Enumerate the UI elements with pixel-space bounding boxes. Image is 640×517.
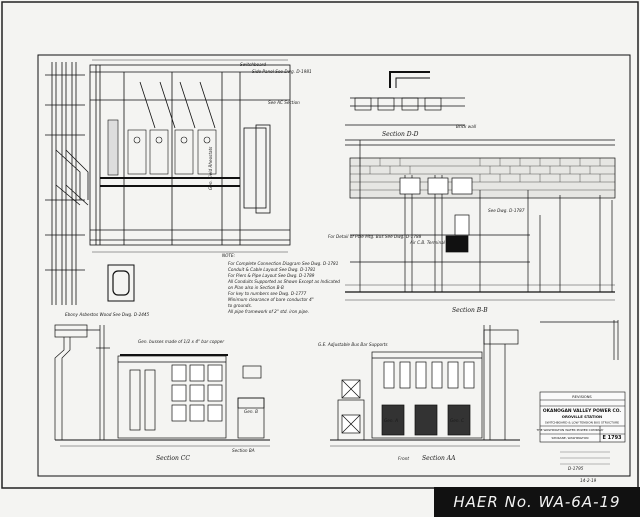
- gen-a-label: Gen. A: [384, 418, 398, 423]
- title-drawing-no: E 1793: [602, 435, 622, 441]
- title-maker: THE WASHINGTON WATER POWER COMPANY: [536, 428, 604, 432]
- note-line: to grounds.: [228, 303, 252, 308]
- note-line: on Plan also in Section B-B: [228, 285, 284, 290]
- title-city: SPOKANE, WASHINGTON: [552, 436, 589, 440]
- bracket-detail-label: See Dwg. D-1787: [488, 208, 525, 213]
- note-line: All pipe framework of 2" std. iron pipe.: [227, 309, 309, 314]
- section-bb-title: Section B-B: [452, 307, 488, 314]
- title-subject: SWITCHBOARD & LOW TENSION BUS STRUCTURE: [545, 421, 619, 425]
- note-line: Minimum clearance of bare conductor 4": [228, 297, 314, 302]
- gen-field-rheostats-label: Gen. Field Rheostats: [208, 146, 213, 190]
- section-ba-label: Section BA: [232, 448, 255, 453]
- section-aa-view: [330, 325, 520, 447]
- section-cc-title: Section CC: [156, 455, 190, 462]
- gen-c-label: Gen. C: [450, 418, 464, 423]
- dw-bus-label: G.E. Adjustable Bus Bar Supports: [318, 342, 388, 347]
- drawing-num-left: D-1795: [568, 466, 584, 471]
- air-cb-label: Air C.B. Terminal: [409, 240, 446, 245]
- title-company: OKANOGAN VALLEY POWER CO.: [543, 408, 622, 414]
- section-dd-title: Section D-D: [382, 131, 419, 138]
- note-line: For Complete Connection Diagram See Dwg.…: [228, 261, 339, 266]
- plan-view: [45, 59, 291, 305]
- gen-b-label: Gen. B: [244, 409, 258, 414]
- note-line: For key to numbers see Dwg. D-1777: [228, 291, 307, 296]
- see-ac-notes-label: See AC Section: [268, 100, 300, 105]
- drawing-border: [37, 54, 631, 477]
- sheet-ref: 14-2-19: [580, 478, 597, 483]
- ebony-asbestos-detail: [107, 264, 135, 302]
- for-details-label: For Detail of Pole Mtg. Bus See Dwg. D-1…: [328, 234, 422, 239]
- title-revisions: REVISIONS: [572, 395, 592, 399]
- sheet-frame: [1, 1, 639, 489]
- title-block: [539, 391, 626, 443]
- section-bb-view: [345, 139, 616, 301]
- right-pipe: [540, 320, 619, 360]
- front-label: Front: [398, 456, 409, 461]
- notes-block: NOTE: For Complete Connection Diagram Se…: [222, 253, 340, 314]
- side-panel-label: Side Panel See Dwg. D-1981: [252, 69, 312, 74]
- gen-busses-label: Gen. busses made of 1/2 x 4" bar copper: [138, 339, 224, 344]
- note-line: Conduit & Cable Layout See Dwg. D-1781: [228, 267, 316, 272]
- title-block-signature-area: [560, 451, 610, 465]
- section-cc-view: [54, 324, 270, 447]
- brick-wall-label: Brick wall: [456, 124, 477, 129]
- ebony-asbestos-label: Ebony Asbestos Wood See Dwg. D-2445: [65, 312, 150, 317]
- haer-stamp: HAER No. WA-6A-19: [434, 487, 640, 517]
- note-line: All Conduits Supported as Shown Except a…: [227, 279, 340, 284]
- note-line: For Piers & Pipe Layout See Dwg. D-1789: [228, 273, 315, 278]
- title-station: OROVILLE STATION: [562, 414, 602, 419]
- switchboard-label: Switchboard: [240, 62, 266, 67]
- section-aa-title: Section AA: [422, 455, 456, 462]
- section-dd-view: [345, 71, 465, 126]
- notes-title: NOTE:: [222, 253, 236, 258]
